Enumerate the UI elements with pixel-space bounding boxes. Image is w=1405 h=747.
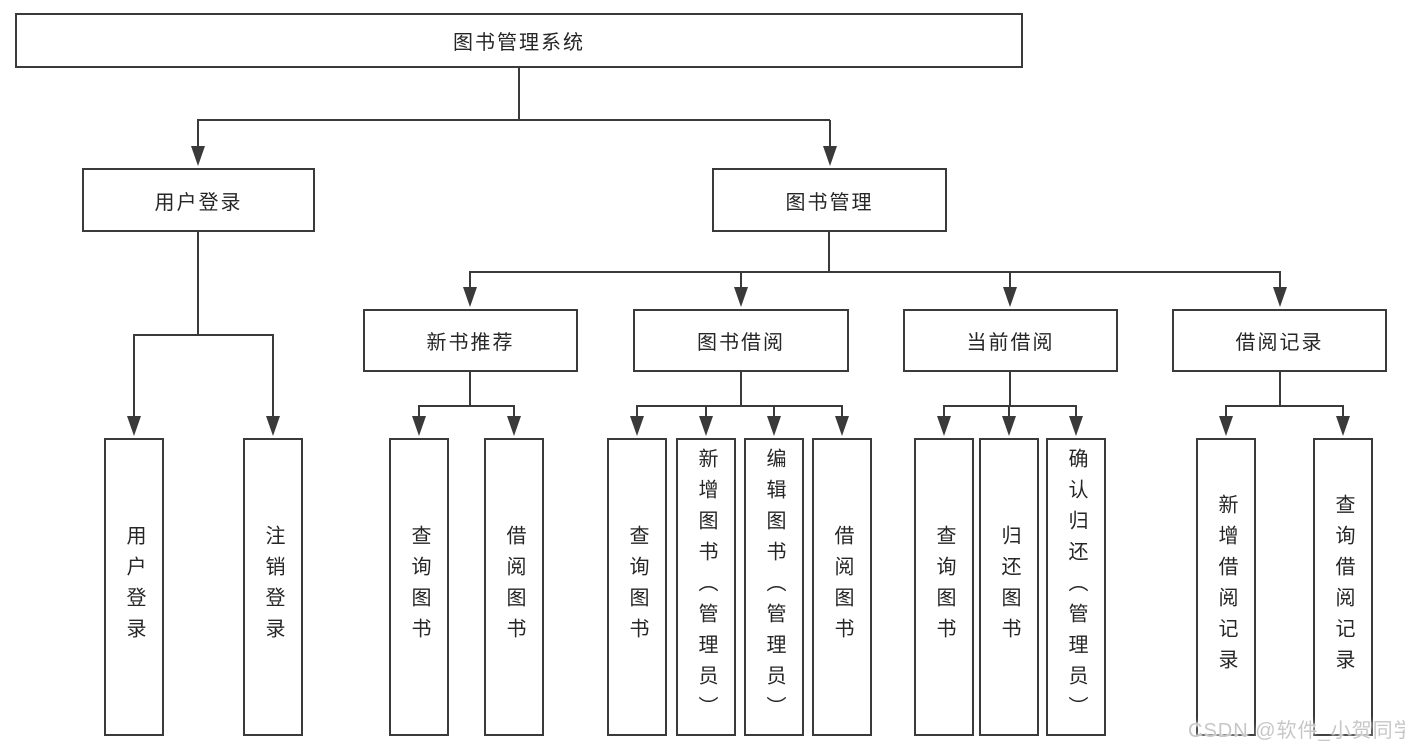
node-new-book-recommend: 新书推荐: [363, 309, 578, 372]
connector-line: [739, 372, 743, 407]
leaf-confirm-return-admin: 确认归还（管理员）: [1046, 438, 1106, 736]
node-library-system: 图书管理系统: [15, 13, 1023, 68]
connector-arrow-shaft: [468, 272, 472, 289]
connector-arrow-shaft: [704, 406, 708, 418]
leaf-logout: 注销登录: [243, 438, 303, 736]
node-book-management: 图书管理: [712, 168, 947, 232]
connector-arrow-shaft: [196, 120, 200, 148]
connector-arrowhead: [463, 287, 477, 307]
node-book-borrow: 图书借阅: [633, 309, 849, 372]
connector-line: [636, 404, 843, 408]
connector-arrow-shaft: [1224, 406, 1228, 418]
node-user-login: 用户登录: [82, 168, 315, 232]
node-borrow-records: 借阅记录: [1172, 309, 1387, 372]
connector-arrowhead: [630, 416, 644, 436]
connector-arrow-shaft: [942, 406, 946, 418]
connector-line: [197, 118, 830, 122]
connector-arrowhead: [191, 146, 205, 166]
connector-arrowhead: [266, 416, 280, 436]
connector-arrowhead: [767, 416, 781, 436]
leaf-borrow-book: 借阅图书: [812, 438, 872, 736]
connector-arrow-shaft: [1008, 272, 1012, 289]
connector-arrowhead: [835, 416, 849, 436]
connector-line: [196, 232, 200, 336]
connector-arrow-shaft: [1074, 406, 1078, 418]
connector-arrow-shaft: [739, 272, 743, 289]
connector-arrow-shaft: [271, 335, 275, 418]
connector-arrowhead: [1003, 287, 1017, 307]
connector-arrowhead: [1002, 416, 1016, 436]
connector-line: [1225, 404, 1344, 408]
leaf-current-query-books: 查询图书: [914, 438, 974, 736]
connector-arrowhead: [1219, 416, 1233, 436]
leaf-add-borrow-record: 新增借阅记录: [1196, 438, 1256, 736]
connector-arrow-shaft: [1007, 406, 1011, 418]
connector-arrow-shaft: [635, 406, 639, 418]
leaf-recommend-query-books: 查询图书: [389, 438, 449, 736]
connector-line: [517, 68, 521, 121]
connector-line: [468, 372, 472, 407]
connector-arrowhead: [699, 416, 713, 436]
connector-arrowhead: [127, 416, 141, 436]
connector-arrowhead: [1069, 416, 1083, 436]
connector-arrowhead: [1273, 287, 1287, 307]
connector-arrow-shaft: [417, 406, 421, 418]
connector-arrowhead: [412, 416, 426, 436]
connector-arrow-shaft: [1341, 406, 1345, 418]
connector-line: [418, 404, 515, 408]
connector-arrow-shaft: [1278, 272, 1282, 289]
connector-arrowhead: [507, 416, 521, 436]
connector-line: [469, 270, 1281, 274]
connector-line: [1278, 372, 1282, 407]
connector-arrow-shaft: [132, 335, 136, 418]
leaf-user-login: 用户登录: [104, 438, 164, 736]
csdn-watermark: CSDN @软件_小贺同学: [1188, 720, 1405, 742]
connector-arrowhead: [1336, 416, 1350, 436]
connector-line: [827, 232, 831, 273]
connector-arrowhead: [734, 287, 748, 307]
connector-arrow-shaft: [840, 406, 844, 418]
node-current-borrow: 当前借阅: [903, 309, 1118, 372]
leaf-recommend-borrow-books: 借阅图书: [484, 438, 544, 736]
leaf-edit-book-admin: 编辑图书（管理员）: [744, 438, 804, 736]
connector-arrowhead: [823, 146, 837, 166]
connector-line: [1008, 372, 1012, 407]
leaf-add-book-admin: 新增图书（管理员）: [676, 438, 736, 736]
connector-arrow-shaft: [512, 406, 516, 418]
connector-line: [133, 333, 274, 337]
leaf-borrow-query-books: 查询图书: [607, 438, 667, 736]
connector-arrow-shaft: [772, 406, 776, 418]
connector-arrow-shaft: [828, 120, 832, 148]
connector-arrowhead: [937, 416, 951, 436]
leaf-query-borrow-record: 查询借阅记录: [1313, 438, 1373, 736]
leaf-return-book: 归还图书: [979, 438, 1039, 736]
